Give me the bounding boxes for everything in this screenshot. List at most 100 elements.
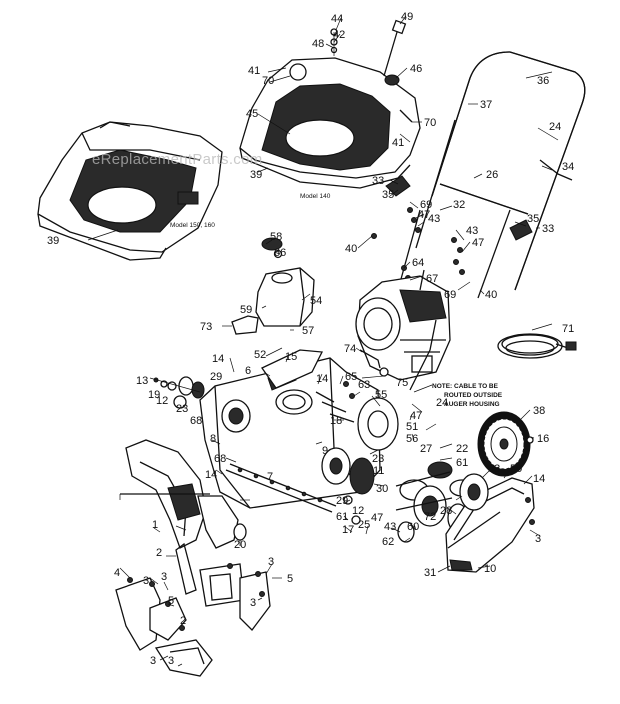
part-number-3: 3: [143, 575, 149, 587]
part-number-17: 17: [342, 524, 354, 536]
part-number-5: 5: [287, 573, 293, 585]
part-number-31: 31: [424, 567, 436, 579]
part-number-63: 63: [358, 379, 370, 391]
part-number-64: 64: [412, 257, 424, 269]
part-number-43: 43: [428, 213, 440, 225]
part-number-45: 45: [246, 108, 258, 120]
part-number-70: 70: [262, 75, 274, 87]
part-number-47: 47: [472, 237, 484, 249]
part-number-23: 23: [372, 453, 384, 465]
model-140-label: Model 140: [300, 193, 331, 200]
part-number-13: 13: [136, 375, 148, 387]
part-number-2: 2: [156, 547, 162, 559]
small-parts-center: [315, 381, 355, 423]
part-number-23: 23: [176, 403, 188, 415]
part-number-28: 28: [440, 505, 452, 517]
part-number-34: 34: [562, 161, 574, 173]
part-number-75: 75: [396, 377, 408, 389]
part-number-43: 43: [384, 521, 396, 533]
model-150-160-label: Model 150, 160: [170, 222, 215, 229]
part-number-26: 26: [486, 169, 498, 181]
part-number-12: 12: [156, 395, 168, 407]
part-number-58: 58: [270, 231, 282, 243]
shroud-model-150-160: [37, 121, 223, 261]
part-number-43: 43: [466, 225, 478, 237]
part-number-73: 73: [200, 321, 212, 333]
control-cable: [409, 319, 437, 391]
part-number-8: 8: [210, 433, 216, 445]
part-number-51: 51: [406, 421, 418, 433]
part-number-37: 37: [480, 99, 492, 111]
part-number-49: 49: [401, 11, 413, 23]
part-number-25: 25: [358, 519, 370, 531]
part-number-44: 44: [331, 13, 343, 25]
part-number-70: 70: [424, 117, 436, 129]
part-number-3: 3: [168, 655, 174, 667]
shroud-model-140: [239, 57, 421, 189]
crank-rod: [383, 19, 407, 77]
part-number-62: 62: [382, 536, 394, 548]
part-number-29: 29: [336, 495, 348, 507]
part-number-22: 22: [456, 443, 468, 455]
part-number-3: 3: [268, 556, 274, 568]
part-number-53: 53: [488, 463, 500, 475]
part-number-68: 68: [214, 453, 226, 465]
part-number-24: 24: [436, 397, 448, 409]
part-number-40: 40: [485, 289, 497, 301]
handle-assembly: [397, 51, 586, 299]
part-number-61: 61: [336, 511, 348, 523]
note-line-2: ROUTED OUTSIDE: [444, 392, 503, 399]
part-number-65: 65: [345, 371, 357, 383]
part-number-74: 74: [344, 343, 356, 355]
part-number-14: 14: [212, 353, 224, 365]
part-number-35: 35: [527, 213, 539, 225]
part-number-3: 3: [161, 571, 167, 583]
note-line-3: AUGER HOUSING: [444, 401, 500, 408]
part-number-30: 30: [376, 483, 388, 495]
part-number-36: 36: [537, 75, 549, 87]
part-number-19: 19: [148, 389, 160, 401]
chute-adapter: [261, 349, 324, 389]
part-number-67: 67: [426, 273, 438, 285]
part-20: [233, 523, 247, 541]
part-number-24: 24: [549, 121, 561, 133]
part-number-27: 27: [420, 443, 432, 455]
part-number-47: 47: [418, 209, 430, 221]
part-number-2: 2: [180, 615, 186, 627]
part-number-14: 14: [533, 473, 545, 485]
part-number-72: 72: [424, 511, 436, 523]
part-number-32: 32: [453, 199, 465, 211]
part-number-3: 3: [535, 533, 541, 545]
part-number-14: 14: [205, 469, 217, 481]
part-number-38: 38: [533, 405, 545, 417]
part-number-48: 48: [312, 38, 324, 50]
part-number-5: 5: [168, 595, 174, 607]
part-number-14: 14: [316, 373, 328, 385]
auger: [119, 439, 250, 549]
part-number-7: 7: [267, 471, 273, 483]
part-number-33: 33: [542, 223, 554, 235]
part-number-20: 20: [234, 539, 246, 551]
part-number-3: 3: [250, 597, 256, 609]
left-bearing-parts: [149, 376, 205, 409]
part-number-69: 69: [420, 199, 432, 211]
part-number-16: 16: [537, 433, 549, 445]
part-number-33: 33: [372, 175, 384, 187]
part-46: [384, 74, 400, 86]
part-number-39: 39: [47, 235, 59, 247]
part-number-59: 59: [240, 304, 252, 316]
cable-note: NOTE: CABLE TO BE ROUTED OUTSIDE AUGER H…: [413, 383, 503, 408]
part-number-4: 4: [114, 567, 120, 579]
leader-lines: [87, 15, 559, 667]
part-number-39: 39: [250, 169, 262, 181]
part-number-60: 60: [407, 521, 419, 533]
scraper-bar: [225, 463, 337, 513]
part-number-41: 41: [248, 65, 260, 77]
part-number-68: 68: [190, 415, 202, 427]
part-number-54: 54: [310, 295, 322, 307]
part-number-56: 56: [406, 433, 418, 445]
part-number-41: 41: [392, 137, 404, 149]
